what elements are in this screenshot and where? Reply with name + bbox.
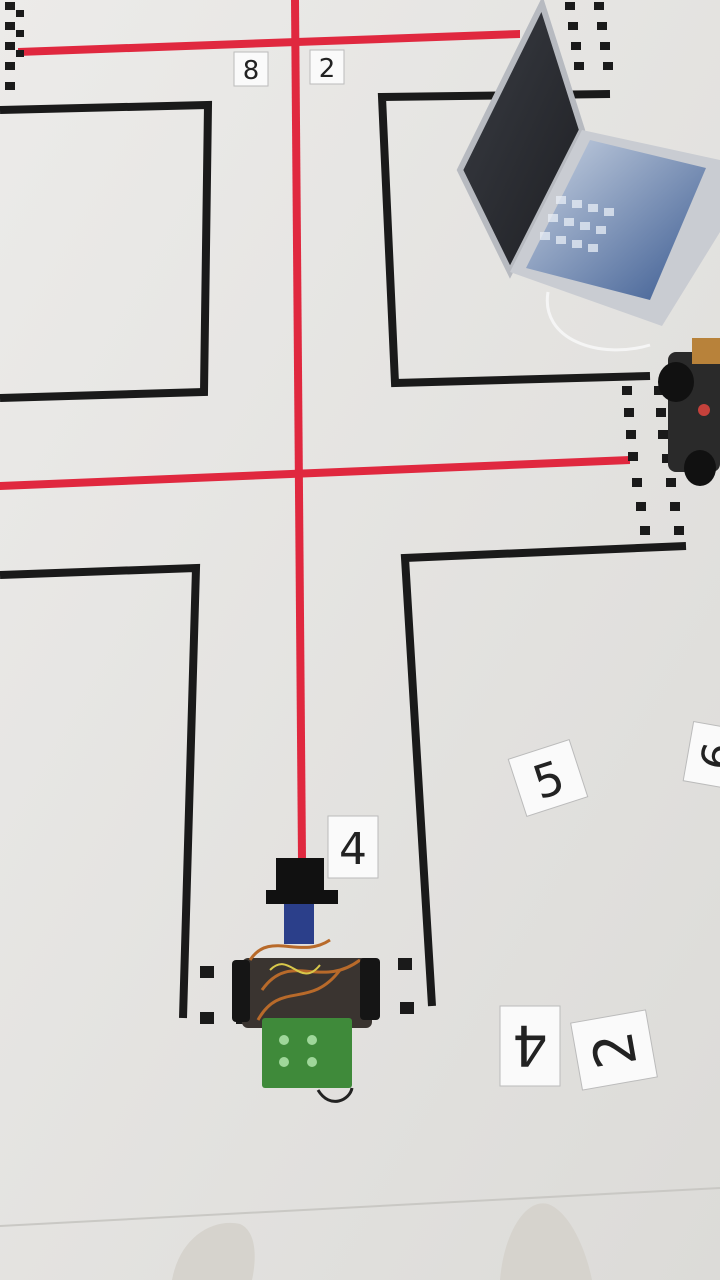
black-tape-outlines bbox=[0, 90, 687, 1019]
robot-car bbox=[232, 858, 380, 1103]
shoes bbox=[172, 1203, 592, 1280]
number-card-4-rotated: 4 bbox=[499, 1005, 561, 1087]
svg-text:4: 4 bbox=[339, 824, 367, 875]
number-card-6-partial: 6 bbox=[682, 721, 720, 791]
red-lines bbox=[0, 0, 630, 860]
svg-text:2: 2 bbox=[319, 54, 336, 84]
number-card-2: 2 bbox=[309, 49, 345, 85]
number-card-4: 4 bbox=[327, 815, 379, 879]
number-card-5: 5 bbox=[507, 738, 589, 818]
number-card-8: 8 bbox=[233, 51, 269, 87]
floor-seam bbox=[0, 1187, 720, 1227]
svg-text:4: 4 bbox=[512, 1012, 548, 1077]
number-card-2-rotated: 2 bbox=[570, 1009, 658, 1091]
laptop bbox=[456, 0, 720, 352]
robot-right-partial bbox=[658, 338, 720, 486]
svg-text:8: 8 bbox=[243, 56, 260, 86]
